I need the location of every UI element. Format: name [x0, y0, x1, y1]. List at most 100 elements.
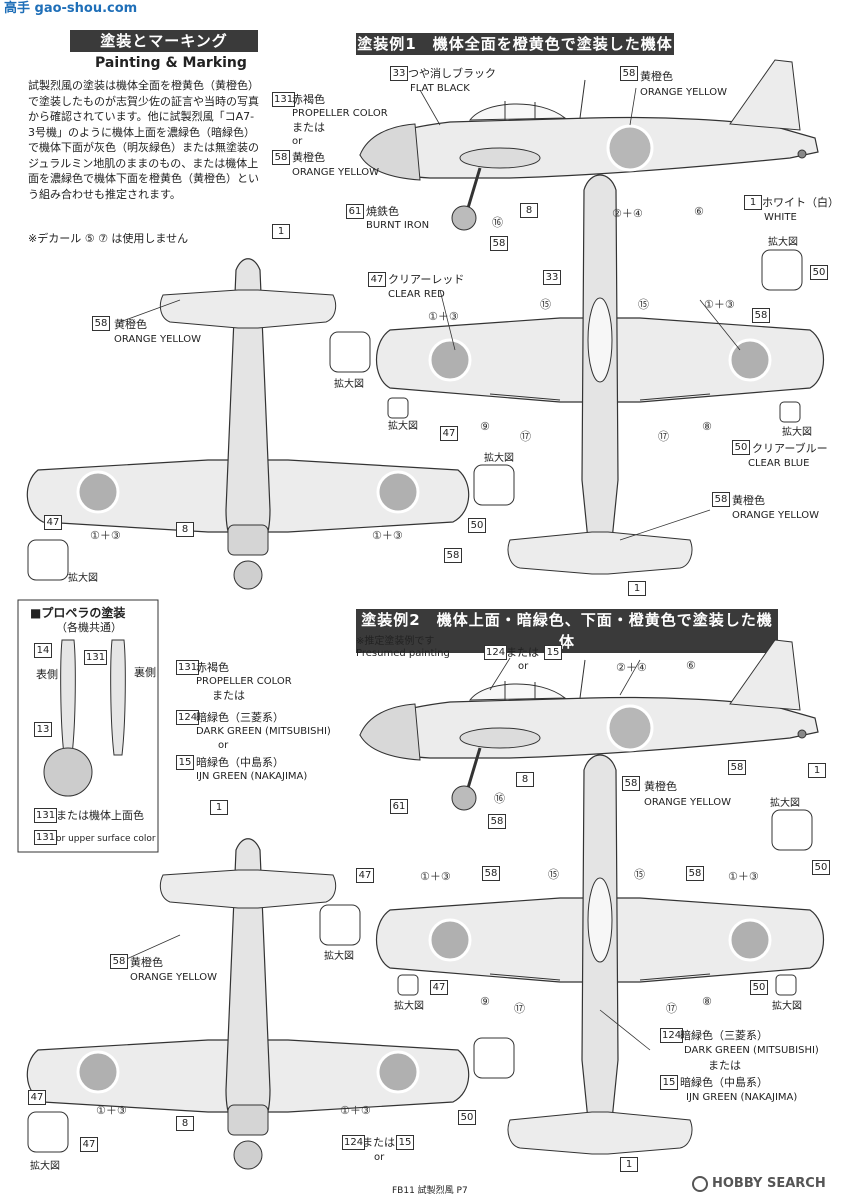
scheme2-note-en: Presumed painting	[356, 648, 450, 659]
enlarged-label: 拡大図	[770, 798, 800, 809]
propeller-legend-jp: または機体上面色	[56, 809, 144, 822]
code-58: 58	[620, 66, 638, 81]
white-jp: ホワイト（白）	[762, 196, 839, 209]
decal-1-3: ①＋③	[428, 310, 459, 323]
orange-yellow-en: ORANGE YELLOW	[130, 972, 217, 983]
decal-1-3: ①＋③	[728, 870, 759, 883]
clear-blue-en: CLEAR BLUE	[748, 458, 810, 469]
dark-green-en: DARK GREEN (MITSUBISHI)	[196, 726, 331, 737]
code-15: 15	[544, 645, 562, 660]
prop-color-jp: 赤褐色	[292, 93, 325, 106]
white-en: WHITE	[764, 212, 797, 223]
propeller-front: 表側	[36, 668, 58, 681]
code-58: 58	[490, 236, 508, 251]
code-14: 14	[34, 643, 52, 658]
decal-15: ⑮	[634, 868, 645, 881]
decal-15: ⑮	[638, 298, 649, 311]
code-47: 47	[440, 426, 458, 441]
code-50: 50	[458, 1110, 476, 1125]
burnt-iron-en: BURNT IRON	[366, 220, 430, 231]
decal-6: ⑥	[686, 659, 696, 672]
code-15: 15	[396, 1135, 414, 1150]
code-124: 124	[660, 1028, 684, 1043]
code-124: 124	[484, 645, 508, 660]
or-jp: または	[292, 121, 325, 134]
code-58: 58	[110, 954, 128, 969]
orange-yellow-jp: 黄橙色	[292, 151, 325, 164]
enlarged-label: 拡大図	[30, 1161, 60, 1172]
code-131: 131	[34, 830, 58, 845]
code-58: 58	[272, 150, 290, 165]
decal-17: ⑰	[520, 430, 531, 443]
code-47: 47	[44, 515, 62, 530]
decal-8: ⑧	[702, 420, 712, 433]
or-jp: または	[708, 1059, 741, 1072]
orange-yellow-jp: 黄橙色	[114, 318, 147, 331]
enlarged-label: 拡大図	[388, 421, 418, 432]
scheme1-header: 塗装例1 機体全面を橙黄色で塗装した機体	[356, 33, 674, 55]
ijn-green-jp: 暗緑色（中島系）	[680, 1076, 768, 1089]
propeller-sub: （各機共通）	[56, 621, 122, 634]
or-jp: または	[362, 1136, 395, 1149]
scheme2-header: 塗装例2 機体上面・暗緑色、下面・橙黄色で塗装した機体	[356, 609, 778, 653]
decal-16: ⑯	[494, 792, 505, 805]
propeller-back: 裏側	[134, 666, 156, 679]
or-jp: または	[506, 646, 539, 659]
orange-yellow-jp: 黄橙色	[640, 70, 673, 83]
prop-color-en: PROPELLER COLOR	[196, 676, 292, 687]
flat-black-jp: つや消しブラック	[408, 67, 496, 80]
decal-6: ⑥	[694, 205, 704, 218]
code-8: 8	[520, 203, 538, 218]
code-1: 1	[628, 581, 646, 596]
top-watermark: 高手 gao-shou.com	[4, 1, 138, 16]
code-13: 13	[34, 722, 52, 737]
orange-yellow-jp: 黄橙色	[130, 956, 163, 969]
enlarged-label: 拡大図	[68, 573, 98, 584]
code-50: 50	[810, 265, 828, 280]
code-58: 58	[92, 316, 110, 331]
clear-red-jp: クリアーレッド	[388, 273, 465, 286]
ijn-green-en: IJN GREEN (NAKAJIMA)	[686, 1092, 798, 1103]
code-1: 1	[210, 800, 228, 815]
code-47: 47	[80, 1137, 98, 1152]
code-131: 131	[84, 650, 108, 665]
code-124: 124	[176, 710, 200, 725]
enlarged-label: 拡大図	[484, 453, 514, 464]
code-15: 15	[176, 755, 194, 770]
code-33: 33	[390, 66, 408, 81]
or-jp: または	[212, 689, 245, 702]
code-58: 58	[622, 776, 640, 791]
intro-subheader: Painting & Marking	[95, 55, 247, 71]
code-50: 50	[468, 518, 486, 533]
code-58: 58	[488, 814, 506, 829]
orange-yellow-en: ORANGE YELLOW	[732, 510, 819, 521]
page-footer: FB11 試製烈風 P7	[392, 1186, 468, 1196]
orange-yellow-en: ORANGE YELLOW	[644, 797, 731, 808]
code-58: 58	[482, 866, 500, 881]
decal-9: ⑨	[480, 995, 490, 1008]
code-33: 33	[543, 270, 561, 285]
decal-1-3: ①＋③	[704, 298, 735, 311]
dark-green-jp: 暗緑色（三菱系）	[680, 1029, 768, 1042]
code-61: 61	[346, 204, 364, 219]
prop-color-jp: 赤褐色	[196, 661, 229, 674]
orange-yellow-en: ORANGE YELLOW	[114, 334, 201, 345]
or-en: or	[518, 661, 529, 672]
intro-body: 試製烈風の塗装は機体全面を橙黄色（黄橙色）で塗装したものが志賀少佐の証言や当時の…	[28, 79, 259, 201]
scheme2-note-jp: ※推定塗装例です	[356, 636, 435, 647]
decal-17: ⑰	[666, 1002, 677, 1015]
prop-color-en: PROPELLER COLOR	[292, 108, 388, 119]
code-47: 47	[430, 980, 448, 995]
clear-blue-jp: クリアーブルー	[752, 442, 828, 455]
intro-header: 塗装とマーキング	[70, 30, 258, 52]
decal-2-4: ②＋④	[616, 661, 647, 674]
burnt-iron-jp: 焼鉄色	[366, 205, 399, 218]
ijn-green-en: IJN GREEN (NAKAJIMA)	[196, 771, 308, 782]
decal-9: ⑨	[480, 420, 490, 433]
decal-8: ⑧	[702, 995, 712, 1008]
code-58: 58	[686, 866, 704, 881]
code-124: 124	[342, 1135, 366, 1150]
footer-watermark: HOBBY SEARCH	[712, 1176, 826, 1191]
ijn-green-jp: 暗緑色（中島系）	[196, 756, 284, 769]
